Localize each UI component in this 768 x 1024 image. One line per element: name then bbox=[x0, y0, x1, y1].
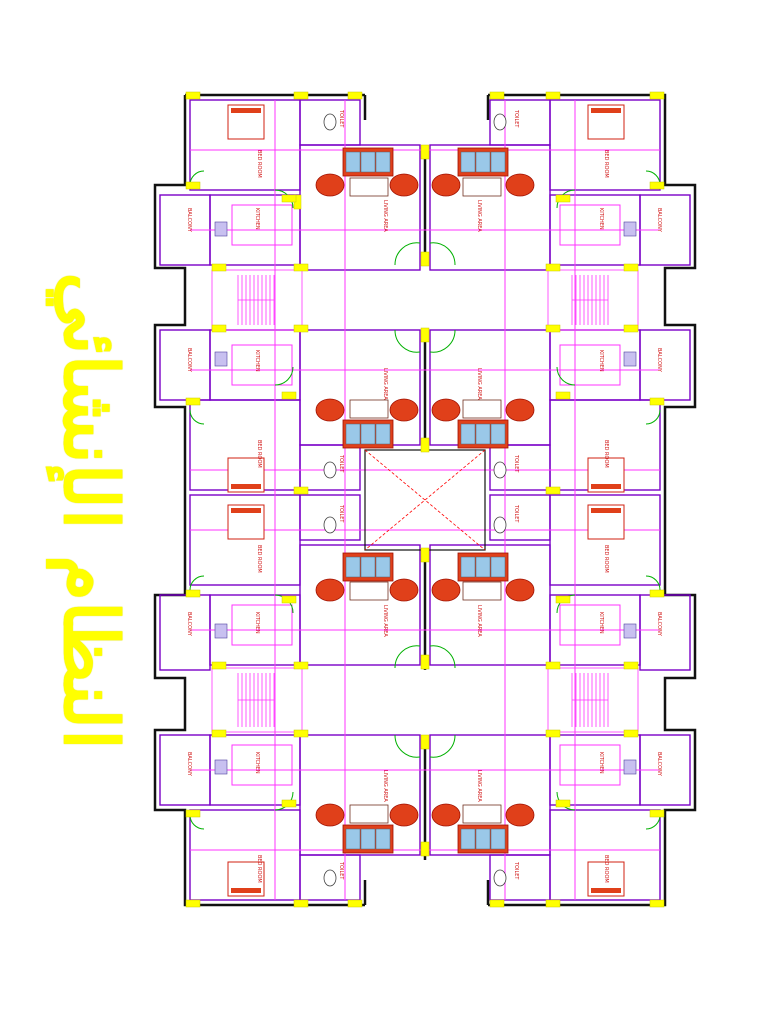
label-balcony: BALCONY bbox=[186, 208, 192, 233]
label-toilet: TOILET bbox=[338, 861, 344, 880]
label-bed: BED ROOM bbox=[256, 440, 262, 468]
room-labels: BED ROOM BED ROOM BED ROOM BED ROOM BED … bbox=[186, 109, 662, 883]
staircases bbox=[211, 269, 639, 733]
label-balcony: BALCONY bbox=[656, 208, 662, 233]
toilets bbox=[323, 113, 507, 887]
label-bed: BED ROOM bbox=[603, 855, 609, 883]
label-balcony: BALCONY bbox=[186, 612, 192, 637]
label-living: LIVING AREA bbox=[476, 770, 482, 802]
plan-title: النظام الإنشائي bbox=[47, 272, 133, 750]
label-living: LIVING AREA bbox=[476, 605, 482, 637]
label-living: LIVING AREA bbox=[382, 770, 388, 802]
label-living: LIVING AREA bbox=[476, 368, 482, 400]
label-bed: BED ROOM bbox=[256, 855, 262, 883]
label-living: LIVING AREA bbox=[382, 368, 388, 400]
label-living: LIVING AREA bbox=[382, 605, 388, 637]
label-balcony: BALCONY bbox=[656, 612, 662, 637]
label-kitchen: KITCHEN bbox=[598, 752, 604, 774]
label-kitchen: KITCHEN bbox=[254, 208, 260, 230]
label-living: LIVING AREA bbox=[476, 200, 482, 232]
structure-outline bbox=[153, 93, 697, 907]
label-kitchen: KITCHEN bbox=[598, 612, 604, 634]
label-bed: BED ROOM bbox=[256, 150, 262, 178]
columns bbox=[185, 91, 665, 908]
label-balcony: BALCONY bbox=[656, 752, 662, 777]
stoves bbox=[214, 221, 637, 775]
label-kitchen: KITCHEN bbox=[254, 752, 260, 774]
coffee-tables bbox=[349, 177, 502, 824]
label-balcony: BALCONY bbox=[656, 348, 662, 373]
label-toilet: TOILET bbox=[513, 454, 519, 473]
cushions bbox=[345, 151, 506, 850]
label-bed: BED ROOM bbox=[603, 545, 609, 573]
label-toilet: TOILET bbox=[338, 454, 344, 473]
label-bed: BED ROOM bbox=[603, 440, 609, 468]
label-toilet: TOILET bbox=[338, 109, 344, 128]
label-balcony: BALCONY bbox=[186, 752, 192, 777]
furniture bbox=[214, 104, 637, 897]
label-kitchen: KITCHEN bbox=[598, 350, 604, 372]
bed-pillows bbox=[231, 108, 621, 893]
label-toilet: TOILET bbox=[513, 861, 519, 880]
label-kitchen: KITCHEN bbox=[598, 208, 604, 230]
label-living: LIVING AREA bbox=[382, 200, 388, 232]
label-bed: BED ROOM bbox=[603, 150, 609, 178]
label-toilet: TOILET bbox=[513, 504, 519, 523]
label-kitchen: KITCHEN bbox=[254, 612, 260, 634]
label-toilet: TOILET bbox=[338, 504, 344, 523]
label-kitchen: KITCHEN bbox=[254, 350, 260, 372]
label-toilet: TOILET bbox=[513, 109, 519, 128]
sofa-set bbox=[315, 173, 535, 827]
label-bed: BED ROOM bbox=[256, 545, 262, 573]
label-balcony: BALCONY bbox=[186, 348, 192, 373]
central-void bbox=[364, 449, 486, 551]
